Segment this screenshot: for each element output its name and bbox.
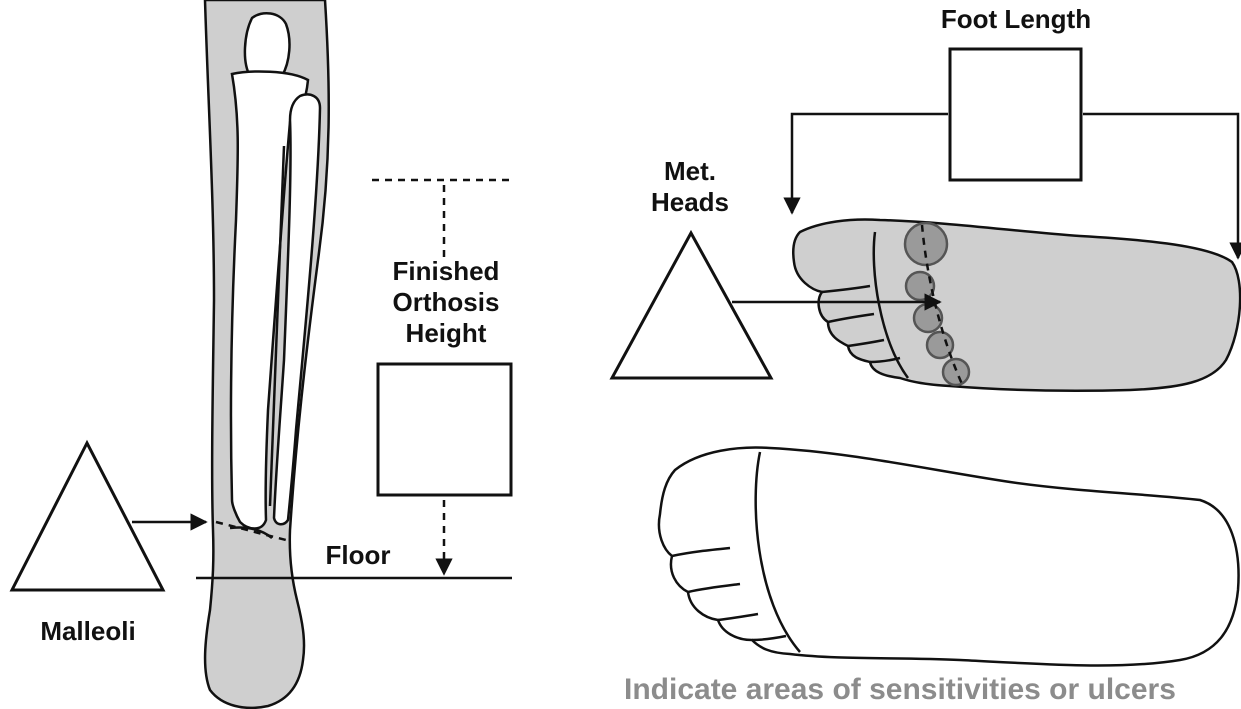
leg-illustration [205,0,329,708]
met-head-circle-1 [905,223,947,265]
floor-label: Floor [326,540,391,570]
met-heads-triangle-input[interactable] [612,233,771,378]
foot-length-input-box[interactable] [950,49,1081,180]
met-heads-label-2: Heads [651,187,729,217]
finished-height-label-1: Finished [393,256,500,286]
sensitivity-note: Indicate areas of sensitivities or ulcer… [624,673,1176,706]
malleoli-group: Malleoli [12,443,206,646]
finished-height-group: Finished Orthosis Height [372,180,512,574]
foot-length-right-bracket [1083,114,1238,258]
malleoli-label: Malleoli [40,616,135,646]
finished-height-label-2: Orthosis [393,287,500,317]
malleoli-triangle-input[interactable] [12,443,163,590]
finished-height-input-box[interactable] [378,364,511,495]
foot-top-sole [793,220,1240,391]
finished-height-label-3: Height [406,318,487,348]
foot-length-label: Foot Length [941,4,1091,34]
met-heads-label-1: Met. [664,156,716,186]
foot-bottom-sole[interactable] [659,448,1239,666]
met-head-circle-2 [906,272,934,300]
foot-plantar-top [793,220,1240,391]
foot-plantar-bottom[interactable] [659,448,1239,666]
foot-length-left-bracket [792,114,948,213]
met-head-circle-5 [943,359,969,385]
